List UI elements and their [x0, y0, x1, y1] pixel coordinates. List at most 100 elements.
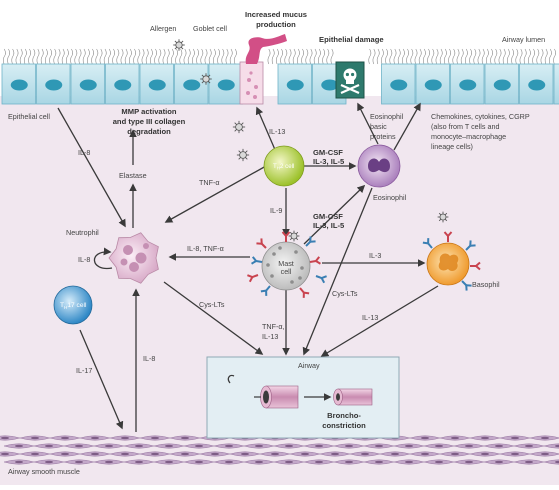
- eos-proteins-line2: basic: [370, 122, 387, 131]
- muscle-fibre: [543, 459, 559, 465]
- eos-proteins-line1: Eosinophil: [370, 112, 404, 121]
- smooth-muscle-label: Airway smooth muscle: [8, 467, 80, 476]
- epithelial-cell-block: [36, 63, 71, 105]
- cilium: [410, 48, 414, 65]
- muscle-nucleus: [481, 436, 489, 440]
- muscle-nucleus: [195, 444, 203, 448]
- th17-cell: [53, 285, 93, 325]
- mast-label-line2: cell: [281, 267, 292, 276]
- muscle-nucleus: [345, 460, 353, 464]
- mediator-tnfa-il13-line2: IL-13: [262, 332, 278, 341]
- muscle-nucleus: [121, 436, 129, 440]
- muscle-nucleus: [75, 444, 83, 448]
- chemokines-line1: Chemokines, cytokines, CGRP: [431, 112, 530, 121]
- cilium: [45, 48, 48, 65]
- ige-receptor-icon: [465, 240, 476, 251]
- epithelial-nucleus: [390, 79, 408, 91]
- cilium: [28, 48, 31, 65]
- mast-granule: [266, 263, 270, 267]
- chemokines-line2: (also from T cells and: [431, 122, 499, 131]
- muscle-nucleus: [91, 436, 99, 440]
- cilium: [103, 48, 107, 65]
- epithelium-layer: [1, 63, 559, 105]
- mediator-il8-muscle: IL-8: [143, 354, 155, 363]
- cilium: [99, 48, 103, 65]
- cilium: [456, 48, 460, 65]
- cilium: [372, 48, 376, 65]
- muscle-nucleus: [555, 444, 559, 448]
- muscle-nucleus: [135, 460, 143, 464]
- cilium: [490, 48, 493, 65]
- ige-receptor-icon: [309, 256, 321, 265]
- epithelial-nucleus: [114, 79, 132, 91]
- muscle-nucleus: [105, 460, 113, 464]
- cilium: [507, 48, 510, 65]
- muscle-nucleus: [511, 436, 519, 440]
- cilium: [229, 48, 233, 65]
- cilium: [519, 48, 523, 65]
- muscle-nucleus: [255, 444, 263, 448]
- cilium: [112, 48, 115, 65]
- epithelial-nucleus: [528, 79, 546, 91]
- cilium: [477, 48, 481, 65]
- cilium: [276, 48, 279, 65]
- allergen-icon: [236, 148, 250, 162]
- goblet-cell-label: Goblet cell: [193, 24, 227, 33]
- muscle-nucleus: [225, 460, 233, 464]
- allergen-icon: [288, 230, 300, 242]
- muscle-nucleus: [45, 460, 53, 464]
- muscle-nucleus: [15, 460, 23, 464]
- cilium: [129, 48, 132, 65]
- allergen-label: Allergen: [150, 24, 176, 33]
- cilium: [116, 48, 120, 65]
- muscle-nucleus: [465, 444, 473, 448]
- allergen-icon: [232, 120, 246, 134]
- ige-receptor-icon: [470, 261, 481, 271]
- arrow-allergen-box: [227, 374, 235, 384]
- cilium: [427, 48, 430, 65]
- epithelial-nucleus: [10, 79, 28, 91]
- cilium: [393, 48, 397, 65]
- cilium: [318, 48, 321, 65]
- cilium: [431, 48, 435, 65]
- muscle-nucleus: [451, 436, 459, 440]
- cilium: [234, 48, 237, 65]
- mast-ige-receptors: [247, 231, 327, 298]
- muscle-nucleus: [405, 460, 413, 464]
- ige-receptor-icon: [315, 275, 327, 284]
- muscle-nucleus: [495, 460, 503, 464]
- cilium: [61, 48, 65, 65]
- arrow-eosinophil-to-airway: [302, 187, 373, 356]
- muscle-nucleus: [211, 452, 219, 456]
- muscle-nucleus: [435, 444, 443, 448]
- cilium: [95, 48, 99, 65]
- cilium: [444, 48, 447, 65]
- muscle-nucleus: [421, 452, 429, 456]
- cilium: [511, 48, 514, 65]
- muscle-nucleus: [105, 444, 113, 448]
- cilium: [74, 48, 78, 65]
- mmp-label-line3: degradation: [127, 127, 171, 136]
- cilium: [448, 48, 451, 65]
- arrow-neutrophil-to-airway: [163, 281, 264, 355]
- cilium: [326, 48, 330, 65]
- allergen-icon: [200, 73, 212, 85]
- cilium: [376, 48, 380, 65]
- cilium: [108, 48, 111, 65]
- cilium: [40, 48, 44, 65]
- cilium: [486, 48, 489, 65]
- cilium: [309, 48, 313, 65]
- cilium: [213, 48, 216, 65]
- muscle-nucleus: [61, 436, 69, 440]
- cilium: [385, 48, 388, 65]
- muscle-nucleus: [181, 452, 189, 456]
- muscle-nucleus: [31, 452, 39, 456]
- muscle-nucleus: [285, 460, 293, 464]
- th17-label: TH17 cell: [60, 302, 87, 310]
- muscle-nucleus: [195, 460, 203, 464]
- epithelial-nucleus: [459, 79, 477, 91]
- arrow-mast-to-eosinophil: [303, 184, 366, 245]
- muscle-nucleus: [255, 460, 263, 464]
- mmp-label-line1: MMP activation: [121, 107, 176, 116]
